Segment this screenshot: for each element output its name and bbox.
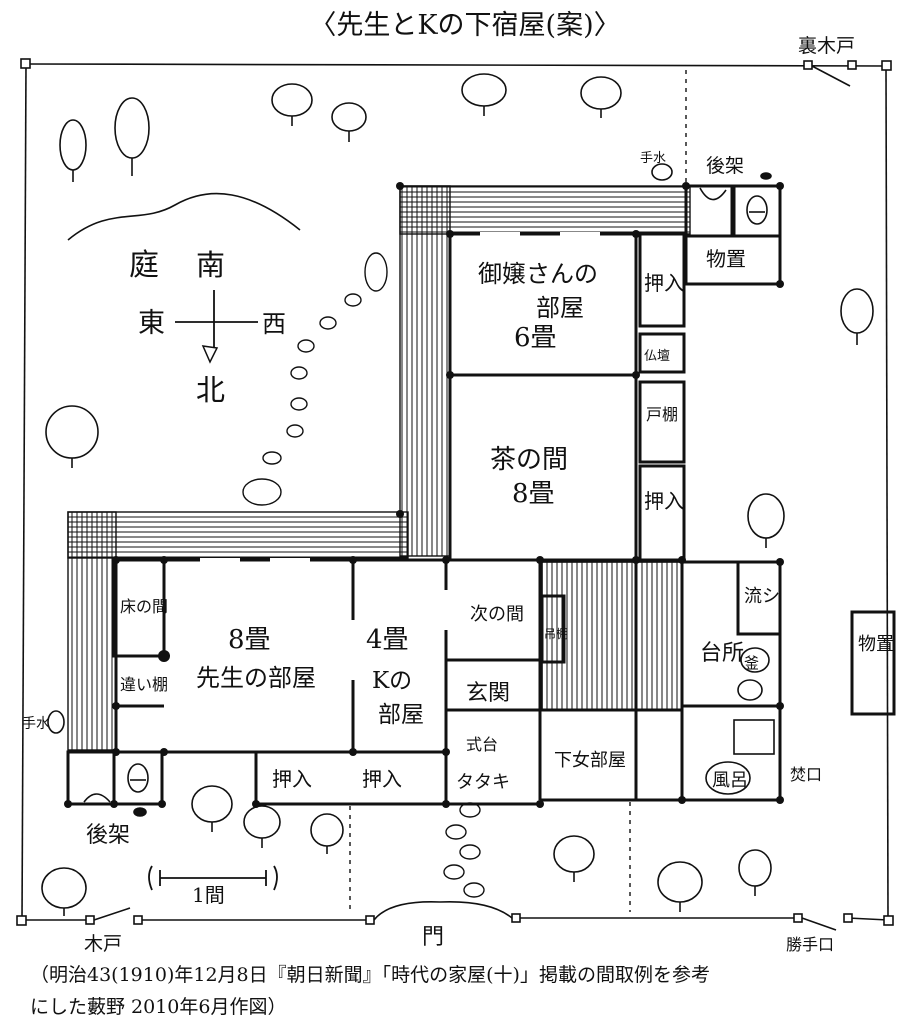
- wooden-gate-label: 木戸: [84, 933, 122, 955]
- trees: [41, 73, 874, 916]
- room-labels: 御嬢さんの 部屋 6畳 茶の間 8畳 8畳 先生の部屋 4畳 Kの 部屋 次の間…: [120, 247, 822, 793]
- chigaidana: 違い棚: [120, 675, 168, 694]
- okusan-room-name: 御嬢さんの: [478, 260, 598, 288]
- outside-labels: 裏木戸 後架 手水 手水 後架 木戸 門 勝手口 物置 1間: [22, 35, 894, 955]
- oshiire-4: 押入: [362, 767, 402, 791]
- kitchen-fixtures: [705, 647, 775, 795]
- tataki: タタキ: [456, 772, 510, 793]
- back-gate-label: 裏木戸: [798, 35, 855, 57]
- handwash-left-label: 手水: [22, 716, 50, 732]
- fence-dashed: [349, 70, 687, 912]
- tsuridana: 吊棚: [544, 626, 568, 641]
- compass-east: 東: [138, 308, 165, 339]
- engawa: [67, 185, 691, 751]
- property-boundary: [16, 58, 894, 931]
- posts: [64, 182, 784, 808]
- storage-right-label: 物置: [858, 634, 894, 655]
- caption-line-1: （明治43(1910)年12月8日『朝日新聞』「時代の家屋(十)」掲載の間取例を…: [30, 964, 710, 986]
- handwash-right-label: 手水: [640, 151, 666, 166]
- genkan: 玄関: [466, 681, 510, 706]
- daidokoro: 台所: [700, 641, 744, 666]
- taki-guchi: 焚口: [790, 765, 822, 784]
- stepping-stones: [242, 252, 485, 898]
- todana: 戸棚: [646, 405, 678, 424]
- chanoma-size: 8畳: [512, 479, 555, 509]
- oshiire-1: 押入: [644, 271, 684, 295]
- kitchen-gate-label: 勝手口: [786, 935, 834, 954]
- oshiire-2: 押入: [644, 489, 684, 513]
- furo: 風呂: [712, 770, 748, 791]
- latrine-right-label: 後架: [706, 155, 744, 177]
- latrine-fixtures: [83, 172, 772, 817]
- tokonoma: 床の間: [120, 597, 168, 616]
- kama: 釜: [744, 654, 759, 672]
- oshiire-3: 押入: [272, 767, 312, 791]
- okusan-room-name2: 部屋: [536, 294, 584, 322]
- latrine-left-label: 後架: [86, 823, 130, 848]
- k-room-name: Kの: [372, 668, 412, 694]
- garden-label: 庭: [129, 248, 159, 283]
- main-gate-label: 門: [422, 925, 444, 950]
- okusan-room-size: 6畳: [514, 323, 557, 353]
- k-room-size: 4畳: [366, 625, 409, 655]
- caption-line-2: にした藪野 2010年6月作図）: [30, 996, 287, 1018]
- sensei-room-name: 先生の部屋: [196, 664, 316, 692]
- scale-bar: [148, 865, 278, 891]
- plan-title: 〈先生とKの下宿屋(案)〉: [309, 10, 620, 41]
- monooki-top: 物置: [706, 247, 746, 271]
- handwash-basins: [47, 163, 673, 734]
- hill-outline: [67, 192, 301, 241]
- nagashi: 流シ: [744, 586, 780, 607]
- butsudan: 仏壇: [644, 348, 670, 364]
- compass-west: 西: [262, 310, 286, 338]
- scale-label: 1間: [192, 883, 225, 907]
- chanoma-name: 茶の間: [490, 445, 568, 475]
- sensei-room-size: 8畳: [228, 625, 271, 655]
- gejo-room: 下女部屋: [554, 750, 626, 771]
- k-room-name2: 部屋: [378, 702, 424, 728]
- compass-south: 南: [196, 248, 225, 282]
- compass: 南 北 東 西: [138, 248, 286, 407]
- compass-north: 北: [196, 373, 225, 407]
- door-markers: [200, 232, 600, 680]
- tsugi-no-ma: 次の間: [470, 604, 524, 625]
- shikidai: 式台: [466, 735, 498, 754]
